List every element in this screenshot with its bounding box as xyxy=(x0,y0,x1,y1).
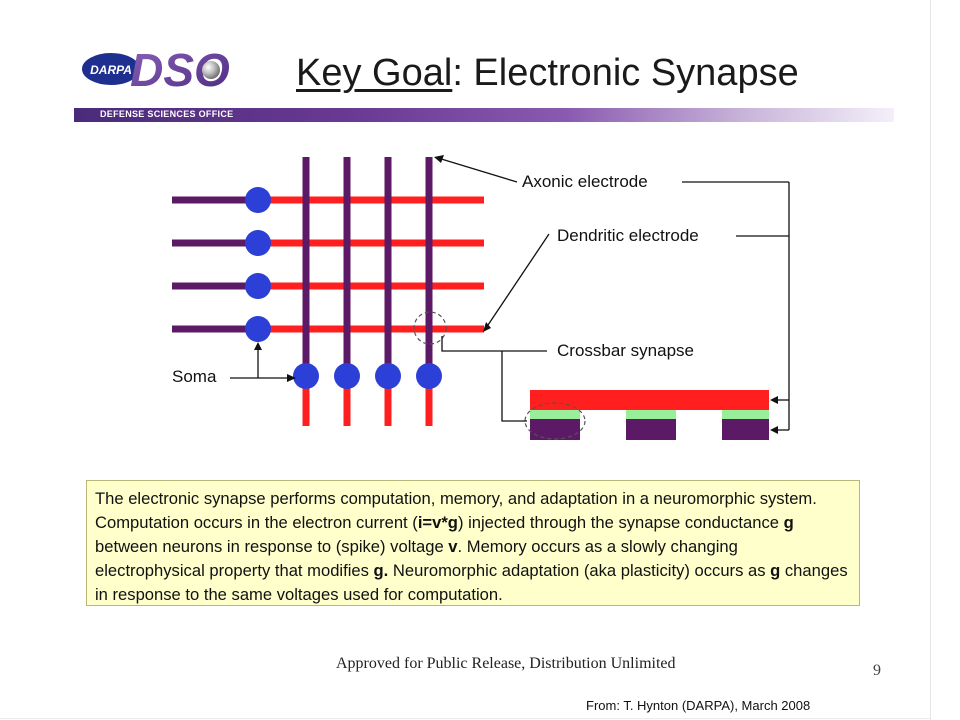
device-bottom-electrodes xyxy=(530,419,769,440)
dendritic-vertical-stubs xyxy=(302,376,433,426)
crossbar-synapse-label: Crossbar synapse xyxy=(557,341,695,360)
desc-equation: i=v*g xyxy=(417,513,458,532)
desc-g-3: g xyxy=(770,561,781,580)
desc-v: v xyxy=(448,537,458,556)
title-rest: : Electronic Synapse xyxy=(452,52,799,94)
desc-text-5: Neuromorphic adaptation (aka plasticity)… xyxy=(388,561,771,580)
release-statement: Approved for Public Release, Distributio… xyxy=(336,655,676,672)
dendritic-horizontal-lines xyxy=(258,196,484,333)
axonic-electrode-label: Axonic electrode xyxy=(522,172,648,191)
page-title: Key Goal: Electronic Synapse xyxy=(296,52,799,95)
device-highlight-circle xyxy=(524,402,586,440)
title-key-goal: Key Goal xyxy=(296,52,453,94)
device-top-electrode xyxy=(530,390,769,410)
arrowheads xyxy=(254,155,778,434)
soma-circles xyxy=(245,187,442,389)
soma-label: Soma xyxy=(172,367,217,386)
logo-darpa-text: DARPA xyxy=(90,63,132,77)
axonic-horizontal-stubs xyxy=(172,196,258,333)
page-number: 9 xyxy=(873,662,881,679)
desc-text-6: changes in response to the same voltages… xyxy=(95,561,848,604)
crossbar-highlight-circle xyxy=(413,311,447,345)
desc-text-3: between neurons in response to (spike) v… xyxy=(95,537,449,556)
desc-text-4: . Memory occurs as a slowly changing ele… xyxy=(95,537,738,580)
office-name: DEFENSE SCIENCES OFFICE xyxy=(100,109,234,119)
desc-g-1: g xyxy=(783,513,794,532)
source-credit: From: T. Hynton (DARPA), March 2008 xyxy=(586,698,811,713)
description-box: The electronic synapse performs computat… xyxy=(86,480,860,606)
right-border xyxy=(930,0,931,720)
bottom-border xyxy=(0,718,930,719)
desc-g-2: g. xyxy=(373,561,389,580)
device-memristive-layers xyxy=(530,410,769,419)
dendritic-electrode-label: Dendritic electrode xyxy=(557,226,699,245)
desc-text-2: ) injected through the synapse conductan… xyxy=(457,513,784,532)
axonic-vertical-lines xyxy=(302,157,433,376)
desc-text-1: The electronic synapse performs computat… xyxy=(95,489,817,532)
darpa-dso-logo: DARPA DSO xyxy=(80,44,230,96)
office-banner: DEFENSE SCIENCES OFFICE xyxy=(74,108,894,122)
